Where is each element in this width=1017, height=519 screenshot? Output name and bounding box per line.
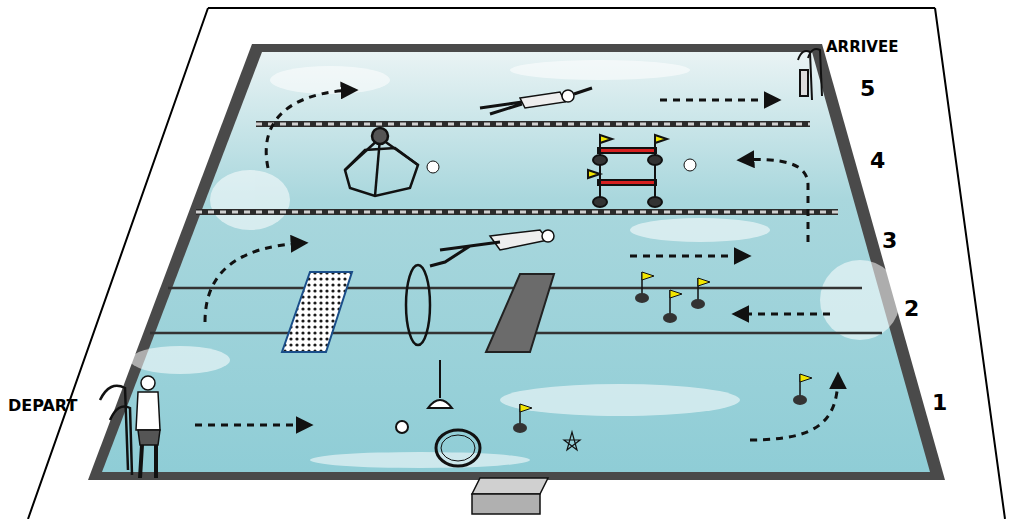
lane-number: 3 [882, 230, 897, 252]
lane-number: 1 [932, 392, 947, 414]
start-label: DEPART [8, 398, 77, 414]
finish-label: ARRIVEE [826, 40, 898, 55]
lane-number: 4 [870, 150, 885, 172]
lane-number: 2 [904, 298, 919, 320]
flag [513, 374, 812, 433]
lane-number: 5 [860, 78, 875, 100]
